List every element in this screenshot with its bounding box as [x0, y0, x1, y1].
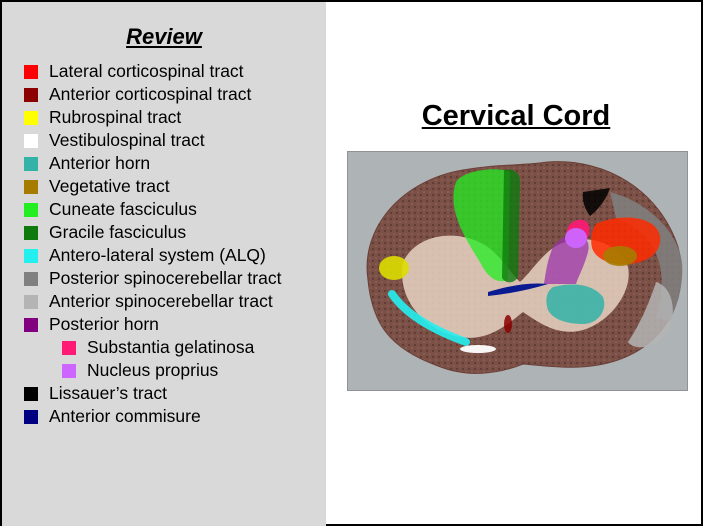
- legend-label: Vestibulospinal tract: [49, 130, 205, 151]
- legend-item: Lateral corticospinal tract: [24, 60, 281, 83]
- legend-item: Vegetative tract: [24, 175, 281, 198]
- legend-swatch: [62, 364, 76, 378]
- legend-label: Anterior corticospinal tract: [49, 84, 251, 105]
- legend-item: Anterior spinocerebellar tract: [24, 290, 281, 313]
- legend-swatch: [24, 88, 38, 102]
- legend-item: Posterior spinocerebellar tract: [24, 267, 281, 290]
- legend-swatch: [24, 111, 38, 125]
- legend-item: Vestibulospinal tract: [24, 129, 281, 152]
- legend-label: Substantia gelatinosa: [87, 337, 254, 358]
- legend-label: Posterior horn: [49, 314, 159, 335]
- legend-item: Antero-lateral system (ALQ): [24, 244, 281, 267]
- legend-swatch: [24, 65, 38, 79]
- page-title: Cervical Cord: [328, 100, 704, 133]
- legend-swatch: [24, 387, 38, 401]
- legend-label: Nucleus proprius: [87, 360, 218, 381]
- legend-swatch: [24, 180, 38, 194]
- rubrospinal-region: [379, 256, 409, 280]
- legend-swatch: [24, 318, 38, 332]
- legend-item: Posterior horn: [24, 313, 281, 336]
- legend-swatch: [24, 410, 38, 424]
- legend-label: Anterior commisure: [49, 406, 201, 427]
- legend-item: Nucleus proprius: [62, 359, 281, 382]
- nucleus-proprius-region: [565, 228, 587, 248]
- legend-swatch: [24, 226, 38, 240]
- legend-item: Anterior commisure: [24, 405, 281, 428]
- legend-item: Cuneate fasciculus: [24, 198, 281, 221]
- legend-item: Substantia gelatinosa: [62, 336, 281, 359]
- legend-item: Rubrospinal tract: [24, 106, 281, 129]
- review-title: Review: [2, 24, 326, 50]
- vegetative-tract-region: [603, 246, 637, 266]
- legend-swatch: [24, 272, 38, 286]
- spinal-cord-image: [347, 151, 688, 391]
- legend-swatch: [24, 134, 38, 148]
- legend-label: Vegetative tract: [49, 176, 170, 197]
- legend-label: Lissauer’s tract: [49, 383, 167, 404]
- legend-label: Anterior spinocerebellar tract: [49, 291, 273, 312]
- anterior-corticospinal-region: [504, 315, 512, 333]
- legend-label: Anterior horn: [49, 153, 150, 174]
- legend-label: Gracile fasciculus: [49, 222, 186, 243]
- vestibulospinal-region: [460, 345, 496, 353]
- legend-swatch: [62, 341, 76, 355]
- legend-item: Anterior corticospinal tract: [24, 83, 281, 106]
- legend-label: Lateral corticospinal tract: [49, 61, 244, 82]
- cervical-cord-cross-section: [348, 152, 687, 390]
- gracile-fasciculus-region: [502, 170, 520, 283]
- legend-label: Posterior spinocerebellar tract: [49, 268, 281, 289]
- legend-item: Anterior horn: [24, 152, 281, 175]
- legend-label: Cuneate fasciculus: [49, 199, 197, 220]
- legend-item: Lissauer’s tract: [24, 382, 281, 405]
- legend-swatch: [24, 249, 38, 263]
- legend-label: Rubrospinal tract: [49, 107, 181, 128]
- legend-item: Gracile fasciculus: [24, 221, 281, 244]
- legend-swatch: [24, 157, 38, 171]
- legend-swatch: [24, 203, 38, 217]
- legend-swatch: [24, 295, 38, 309]
- legend-label: Antero-lateral system (ALQ): [49, 245, 266, 266]
